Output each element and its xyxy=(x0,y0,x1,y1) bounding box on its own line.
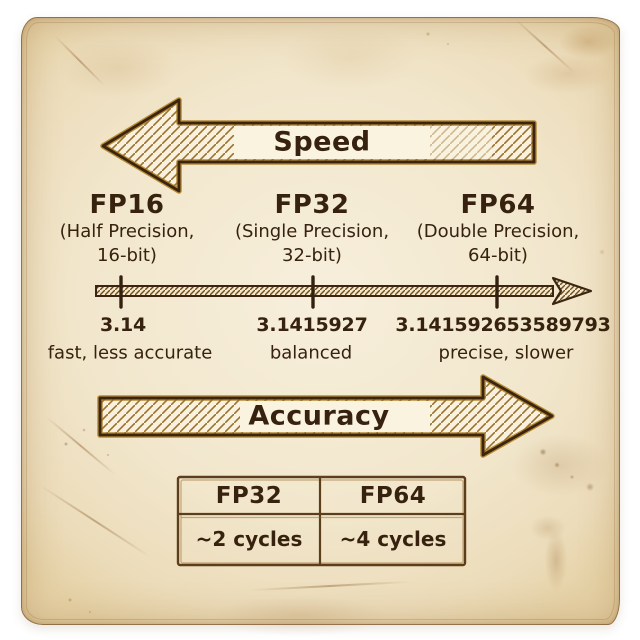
pi-value-fp32: 3.1415927 xyxy=(256,314,368,336)
precision-name: FP16 xyxy=(89,190,165,220)
precision-subtitle-line2: 64-bit) xyxy=(468,245,528,266)
tradeoff-fp32: balanced xyxy=(269,342,353,364)
precision-column-fp16: FP16 (Half Precision, 16-bit) xyxy=(60,190,195,268)
precision-name: FP32 xyxy=(274,190,350,220)
cycles-table-header-fp64: FP64 xyxy=(359,483,427,509)
cycles-table-header-fp32: FP32 xyxy=(215,483,283,509)
precision-column-fp64: FP64 (Double Precision, 64-bit) xyxy=(417,190,580,268)
precision-subtitle-line1: (Half Precision, xyxy=(59,221,195,242)
cycles-table-value-fp32: ~2 cycles xyxy=(195,527,303,551)
cycles-table-value-fp64: ~4 cycles xyxy=(339,527,447,551)
precision-name: FP64 xyxy=(460,190,536,220)
accuracy-arrow-label: Accuracy xyxy=(248,400,390,432)
precision-subtitle-line2: 32-bit) xyxy=(282,245,342,266)
tradeoff-fp16: fast, less accurate xyxy=(47,342,213,364)
precision-subtitle-line1: (Single Precision, xyxy=(234,221,390,242)
pi-value-fp64: 3.141592653589793 xyxy=(395,314,611,336)
precision-subtitle-line1: (Double Precision, xyxy=(416,221,580,242)
pi-value-fp16: 3.14 xyxy=(99,314,147,336)
tradeoff-fp64: precise, slower xyxy=(438,342,574,364)
precision-subtitle-line2: 16-bit) xyxy=(97,245,157,266)
number-line xyxy=(95,275,593,309)
speed-arrow-label: Speed xyxy=(273,126,371,158)
precision-column-fp32: FP32 (Single Precision, 32-bit) xyxy=(235,190,389,268)
